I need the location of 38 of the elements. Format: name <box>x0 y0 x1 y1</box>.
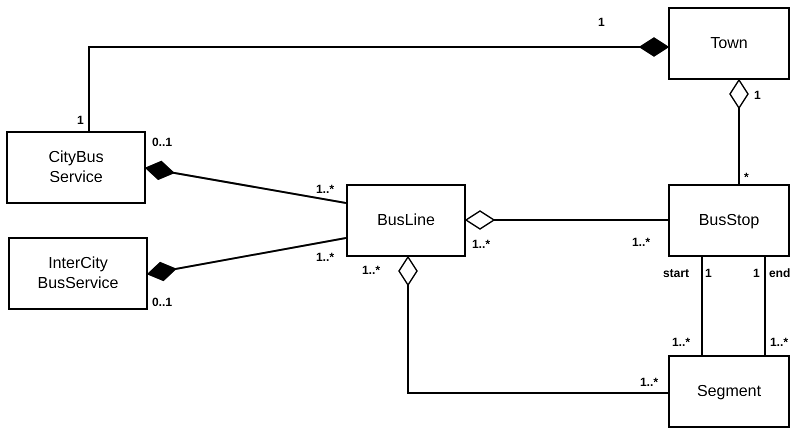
class-box <box>668 355 790 428</box>
class-name: CityBus Service <box>47 148 105 188</box>
multiplicity-label: 1..* <box>640 375 658 389</box>
aggregation-line <box>398 256 668 394</box>
class-box <box>346 184 466 257</box>
composition-line <box>88 37 669 131</box>
multiplicity-label: 1..* <box>362 263 380 277</box>
multiplicity-label: 1 <box>753 266 760 280</box>
aggregation-line <box>729 79 749 184</box>
multiplicity-label: 1 <box>754 88 761 102</box>
multiplicity-label: 1..* <box>316 182 334 196</box>
multiplicity-label: 0..1 <box>152 135 172 149</box>
class-box <box>6 131 146 204</box>
multiplicity-label: 1..* <box>770 335 788 349</box>
multiplicity-label: 1..* <box>316 250 334 264</box>
multiplicity-label: 0..1 <box>152 295 172 309</box>
role-label: start <box>663 266 690 280</box>
multiplicity-label: 1 <box>598 15 605 29</box>
multiplicity-label: 1 <box>705 266 712 280</box>
class-box <box>668 7 790 80</box>
multiplicity-label: 1..* <box>672 335 690 349</box>
class-name: Town <box>710 34 748 54</box>
class-name: InterCity BusService <box>36 254 120 294</box>
role-label: end <box>769 266 790 280</box>
class-name: Segment <box>696 382 762 402</box>
multiplicity-label: 1..* <box>632 235 650 249</box>
multiplicity-label: 1..* <box>472 237 490 251</box>
class-name: BusStop <box>698 210 760 230</box>
association-line <box>764 257 766 355</box>
class-box <box>668 184 790 257</box>
class-box <box>8 237 148 310</box>
composition-line <box>147 237 346 282</box>
multiplicity-label: * <box>744 170 749 184</box>
composition-line <box>145 160 346 204</box>
class-name: BusLine <box>377 210 435 230</box>
multiplicity-label: 1 <box>77 113 84 127</box>
aggregation-line <box>465 210 668 230</box>
association-line <box>701 257 703 355</box>
